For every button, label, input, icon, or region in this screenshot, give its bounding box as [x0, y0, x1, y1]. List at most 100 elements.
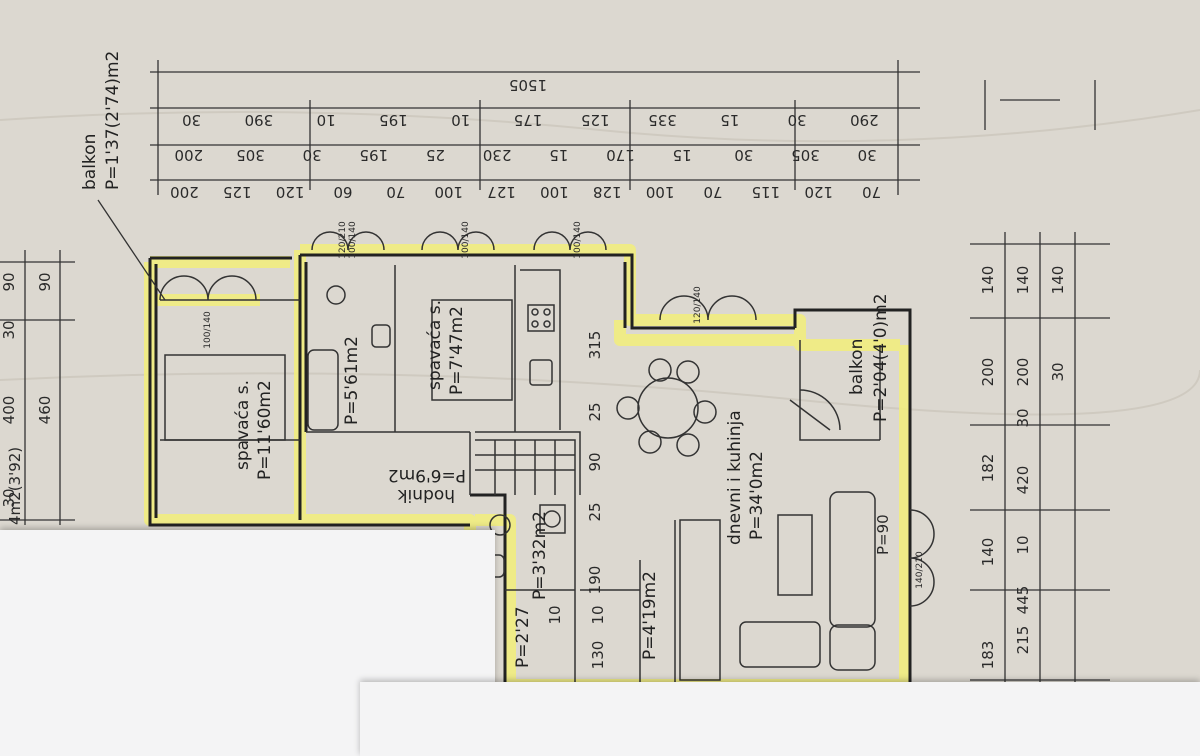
dimension-label: 70 — [862, 183, 881, 201]
dimension-label: 10 — [546, 605, 564, 624]
dimension-label: 460 — [36, 396, 54, 425]
dimension-label: 60 — [333, 183, 352, 201]
room-name-4: hodnik — [398, 485, 455, 505]
dimension-label: 115 — [752, 183, 781, 201]
dimension-label: 90 — [36, 272, 54, 291]
room-area-7: P=4'19m2 — [640, 571, 660, 660]
room-area-2: P=5'61m2 — [342, 336, 362, 425]
dimension-label: 195 — [360, 146, 389, 164]
dimension-label: 10 — [317, 111, 336, 129]
furniture — [164, 269, 876, 681]
dimension-label: 200 — [1014, 358, 1032, 387]
dimension-label: 175 — [514, 111, 543, 129]
dimension-label: 200 — [175, 146, 204, 164]
balcony-leader-line — [97, 199, 166, 301]
dimension-label: 15 — [549, 146, 568, 164]
left-dimension-lines — [0, 250, 75, 525]
right-dimension-lines — [970, 232, 1110, 690]
dimension-label: 140 — [1049, 266, 1067, 295]
room-labels: spavaća s. P=11'60m2 P=5'61m2 spavaća s.… — [6, 51, 892, 668]
dimension-label: 335 — [648, 111, 677, 129]
window-size-label: 100/140 — [461, 221, 471, 259]
top-dimension-lines — [150, 60, 920, 195]
dimension-label: 15 — [673, 146, 692, 164]
dimension-label: 70 — [703, 183, 722, 201]
dimension-label: 30 — [1049, 362, 1067, 381]
dimension-label: 445 — [1014, 586, 1032, 615]
dimension-label: 120 — [804, 183, 833, 201]
dimension-row-2: 290 30 15 335 125 175 10 195 10 390 30 — [182, 111, 879, 129]
dimension-label: 290 — [850, 111, 879, 129]
room-name-6: dnevni i kuhinja — [725, 410, 745, 545]
dimension-label: 400 — [0, 396, 18, 425]
room-area-4: P=6'9m2 — [388, 465, 466, 485]
dimension-label: 30 — [1014, 408, 1032, 427]
dimension-label: 15 — [720, 111, 739, 129]
balcony-area-2: P=2'04(4'0)m2 — [871, 293, 891, 422]
dimension-label: 230 — [483, 146, 512, 164]
dimension-label: 127 — [487, 183, 516, 201]
dimension-label: 30 — [0, 488, 18, 507]
dimension-label: 30 — [788, 111, 807, 129]
dimension-label: 10 — [1014, 535, 1032, 554]
dimension-label: 195 — [379, 111, 408, 129]
left-partial-text: 4m2(3'92) — [6, 447, 24, 525]
window-size-label: 120/140 — [693, 286, 703, 324]
dimension-label: 100 — [434, 183, 463, 201]
dimension-label: 125 — [581, 111, 610, 129]
dimension-label: 183 — [979, 641, 997, 670]
dimension-label: 1505 — [509, 76, 547, 94]
dimension-left-columns: 90 30 400 460 90 30 — [0, 272, 54, 507]
dimension-label: 215 — [1014, 626, 1032, 655]
room-area-3: P=7'47m2 — [447, 306, 467, 395]
dimension-label: 305 — [791, 146, 820, 164]
dimension-label: 120 — [276, 183, 305, 201]
room-name-3: spavaća s. — [425, 300, 445, 390]
dimension-label: 25 — [586, 402, 604, 421]
room-name-1: spavaća s. — [233, 380, 253, 470]
balcony-name-1: balkon — [80, 134, 100, 190]
dimension-label: 130 — [589, 641, 607, 670]
dimension-row-1: 1505 — [509, 76, 547, 94]
dimension-label: 140 — [1014, 266, 1032, 295]
window-size-label: 100/140 — [203, 311, 213, 349]
dimension-right-columns: 140 200 182 140 183 140 200 30 420 10 445 215 140 30 — [979, 266, 1067, 670]
dimension-label: 128 — [593, 183, 622, 201]
dimension-label: 100 — [540, 183, 569, 201]
dimension-label: 30 — [734, 146, 753, 164]
dimension-label: 140 — [979, 538, 997, 567]
dimension-label: 90 — [0, 272, 18, 291]
door-label: P=90 — [874, 514, 892, 555]
dimension-label: 10 — [589, 605, 607, 624]
room-area-6: P=34'0m2 — [747, 451, 767, 540]
paper-crease — [0, 109, 1200, 143]
dimension-label: 140 — [979, 266, 997, 295]
room-area-5: P=3'32m2 — [530, 511, 550, 600]
room-area-8: P=2'27 — [513, 606, 533, 668]
window-size-label: 120/210 — [338, 221, 348, 259]
dimension-label: 390 — [245, 111, 274, 129]
dimension-label: 182 — [979, 454, 997, 483]
room-area-1: P=11'60m2 — [255, 380, 275, 480]
dimension-label: 200 — [170, 183, 199, 201]
dimension-label: 420 — [1014, 466, 1032, 495]
paper-crease — [0, 369, 1200, 416]
dimension-label: 170 — [606, 146, 635, 164]
dimension-label: 25 — [426, 146, 445, 164]
dimension-label: 90 — [586, 452, 604, 471]
dimension-label: 30 — [0, 320, 18, 339]
balcony-area-1: P=1'37(2'74)m2 — [103, 51, 123, 190]
dimension-label: 30 — [182, 111, 201, 129]
overlapping-paper-right — [360, 682, 1200, 756]
dimension-label: 305 — [236, 146, 265, 164]
dimension-label: 10 — [451, 111, 470, 129]
dimension-label: 200 — [979, 358, 997, 387]
window-arcs — [159, 231, 935, 607]
window-size-label: 100/140 — [573, 221, 583, 259]
dimension-label: 25 — [586, 502, 604, 521]
dimension-label: 100 — [646, 183, 675, 201]
